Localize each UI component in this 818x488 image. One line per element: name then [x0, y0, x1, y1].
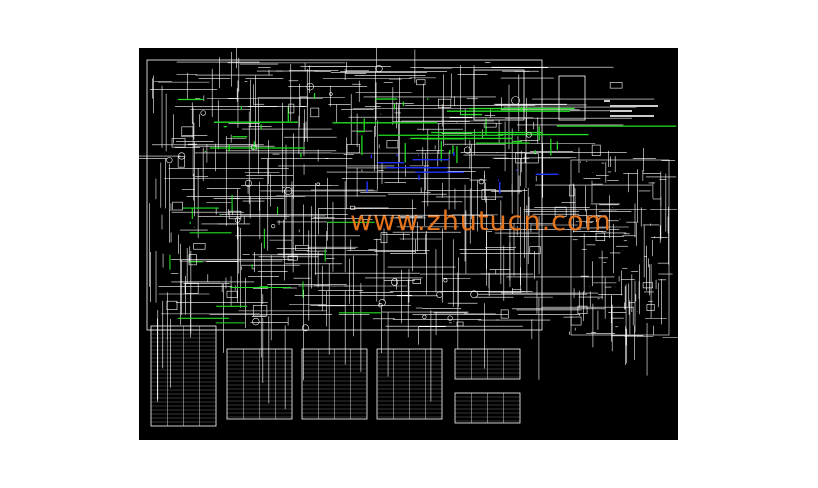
component-symbol	[251, 145, 258, 150]
component-symbol	[228, 210, 242, 220]
component-symbol	[193, 243, 206, 250]
terminal-symbol	[443, 278, 448, 283]
terminal-symbol	[302, 324, 309, 332]
component-symbol	[595, 232, 606, 241]
notes-block	[604, 100, 664, 120]
component-symbol	[252, 305, 268, 317]
terminal-symbol	[306, 82, 314, 91]
terminal-symbol	[178, 152, 186, 160]
cad-drawing-sheet: www.zhutucn.com	[139, 48, 678, 440]
component-symbol	[416, 79, 426, 86]
component-symbol	[569, 184, 575, 197]
component-symbol	[346, 144, 360, 154]
side-panel-border	[570, 159, 670, 336]
component-symbol	[609, 82, 623, 89]
terminal-symbol	[316, 182, 321, 187]
component-symbol	[591, 144, 601, 156]
terminal-symbol	[422, 314, 427, 319]
terminal-symbol	[463, 146, 471, 154]
component-symbol	[570, 316, 582, 326]
component-symbol	[483, 122, 497, 128]
component-symbol	[577, 305, 588, 314]
component-symbol	[295, 245, 309, 251]
component-symbol	[181, 126, 194, 138]
component-symbol	[386, 140, 399, 149]
component-symbol	[188, 254, 197, 266]
component-symbol	[171, 138, 186, 148]
component-symbol	[380, 232, 388, 244]
terminal-symbol	[378, 303, 383, 308]
component-symbol	[288, 103, 295, 114]
terminal-symbol	[436, 291, 443, 299]
component-symbol	[310, 107, 320, 118]
component-symbol	[177, 156, 185, 168]
terminal-symbol	[478, 178, 485, 185]
terminal-symbol	[526, 131, 532, 138]
component-symbol	[226, 290, 238, 298]
terminal-symbol	[271, 223, 276, 229]
component-symbol	[438, 98, 452, 108]
component-symbol	[525, 153, 539, 164]
terminal-symbol	[391, 278, 399, 286]
component-symbol	[554, 206, 567, 217]
component-symbol	[172, 201, 183, 211]
terminal-symbol	[447, 315, 453, 321]
component-symbol	[287, 255, 298, 261]
component-symbol	[184, 282, 199, 294]
schematic-border	[146, 59, 543, 331]
terminal-symbol	[166, 157, 173, 164]
component-symbol	[500, 309, 509, 319]
component-symbol	[350, 205, 356, 210]
component-symbol	[646, 304, 655, 311]
component-symbol	[529, 246, 541, 255]
component-symbol	[481, 189, 496, 200]
terminal-symbol	[234, 217, 241, 223]
terminal-symbol	[329, 92, 333, 96]
component-symbol	[166, 300, 178, 310]
component-symbol	[456, 321, 464, 327]
component-symbol	[412, 279, 422, 284]
transformer-symbol	[473, 69, 525, 121]
watermark-text: www.zhutucn.com	[350, 206, 612, 237]
terminal-symbol	[244, 179, 252, 187]
terminal-symbol	[511, 96, 520, 105]
motor-symbol	[558, 75, 586, 121]
component-symbol	[299, 96, 308, 107]
component-symbol	[515, 152, 526, 164]
terminal-symbol	[378, 299, 386, 307]
electrical-schematic	[139, 48, 678, 427]
terminal-symbol	[200, 110, 206, 116]
component-symbol	[642, 282, 654, 289]
terminal-symbol	[284, 187, 293, 195]
terminal-symbol	[470, 290, 478, 299]
terminal-symbol	[252, 317, 260, 326]
terminal-symbol	[375, 65, 383, 73]
